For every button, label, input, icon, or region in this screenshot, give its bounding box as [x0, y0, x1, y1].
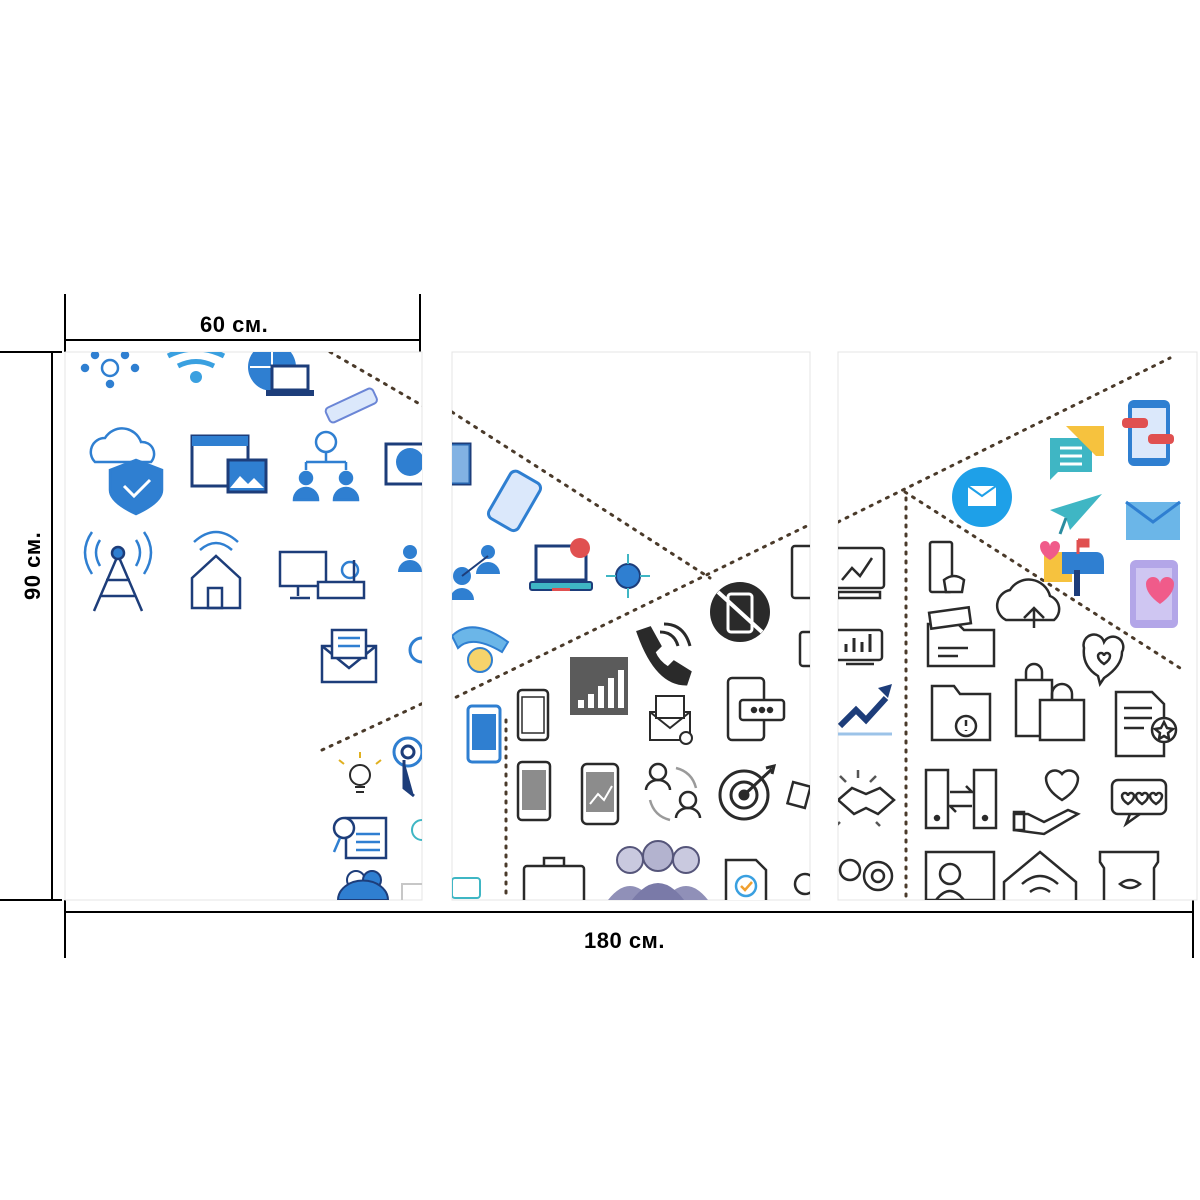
video-call-icon	[924, 850, 996, 900]
partial-icon	[408, 636, 422, 664]
user-pair-icon	[398, 545, 422, 572]
center-panel	[452, 410, 810, 900]
user-network-icon-part	[452, 545, 500, 600]
laptop-send-icon	[529, 538, 593, 591]
smartphone-icon	[486, 469, 543, 533]
mailbox-icon	[1040, 538, 1104, 596]
chat-group-icon	[336, 870, 390, 900]
handshake-icon-part	[785, 780, 810, 810]
panel-width-label: 60 см.	[200, 312, 269, 337]
email-circle-icon	[952, 467, 1012, 527]
team-icon	[608, 840, 708, 900]
touch-icon	[392, 736, 422, 798]
coffee-bag-icon	[1098, 850, 1160, 900]
heart-hand-icon	[1012, 769, 1081, 836]
hearts-chat-icon	[1082, 633, 1125, 688]
mobile-gray-icon	[516, 760, 552, 822]
globe-network-icon	[606, 554, 650, 598]
heart-phone-icon	[1130, 560, 1178, 628]
mobile-chat-icon	[726, 676, 786, 742]
network-nodes-icon	[80, 352, 140, 389]
left-panel	[80, 352, 422, 900]
video-folder-icon	[926, 605, 996, 668]
growth-arrow-icon	[838, 684, 892, 736]
document-star-icon	[1114, 690, 1178, 758]
globe-gear-icon	[411, 819, 422, 841]
document-check-icon	[724, 858, 768, 900]
smart-house-icon	[1002, 850, 1078, 900]
lightbulb-icon	[338, 752, 382, 793]
gear-part-icon	[793, 872, 810, 896]
radio-tower-icon	[83, 531, 153, 612]
wifi-icon	[166, 352, 226, 383]
chat-bubble-icon	[1050, 426, 1104, 480]
folder-alert-icon	[930, 684, 992, 742]
cloud-security-icon	[89, 427, 164, 516]
panel-frames	[64, 351, 1198, 901]
envelope-icon	[1125, 500, 1181, 540]
game-console-icon	[928, 540, 966, 594]
chat-bubble-part-icon	[452, 877, 481, 899]
review-chat-icon	[1110, 778, 1168, 828]
monitor-globe-icon-part	[452, 442, 472, 486]
total-width-label: 180 см.	[584, 928, 665, 953]
phone-call-icon	[452, 626, 510, 673]
chart-monitor-icon-part	[790, 544, 810, 668]
phone-handset-icon	[636, 622, 692, 686]
cloud-share-icon	[995, 578, 1061, 628]
user-network-icon	[292, 430, 360, 502]
envelope-check-icon	[649, 695, 693, 745]
globe-laptop-icon	[248, 352, 314, 396]
server-transfer-icon	[924, 768, 998, 830]
computer-router-icon	[278, 550, 366, 600]
frame-icon	[401, 883, 422, 900]
shopping-bags-icon	[1014, 662, 1086, 742]
browser-windows-icon	[190, 434, 268, 494]
briefcase-icon	[522, 856, 586, 900]
monitor-globe-icon	[384, 442, 422, 486]
mail-icon	[320, 628, 378, 684]
signal-bars-icon	[570, 657, 628, 715]
target-icon	[718, 763, 777, 821]
id-document-icon	[332, 816, 388, 860]
no-phone-icon	[710, 582, 770, 642]
mobile-messages-icon	[1122, 400, 1174, 466]
handshake-icon	[838, 770, 896, 827]
gears-icon	[838, 858, 894, 892]
phone-chart-icon	[580, 762, 620, 826]
paper-plane-icon	[1050, 494, 1102, 535]
user-sync-icon	[644, 762, 702, 822]
dimension-lines	[0, 294, 1194, 958]
bar-chart-monitor-icon	[838, 628, 884, 666]
usb-stick-icon	[324, 387, 378, 424]
chart-monitor-icon	[838, 546, 886, 600]
mobile-icon	[466, 688, 550, 764]
right-panel	[838, 356, 1182, 900]
smart-home-icon	[190, 530, 242, 610]
